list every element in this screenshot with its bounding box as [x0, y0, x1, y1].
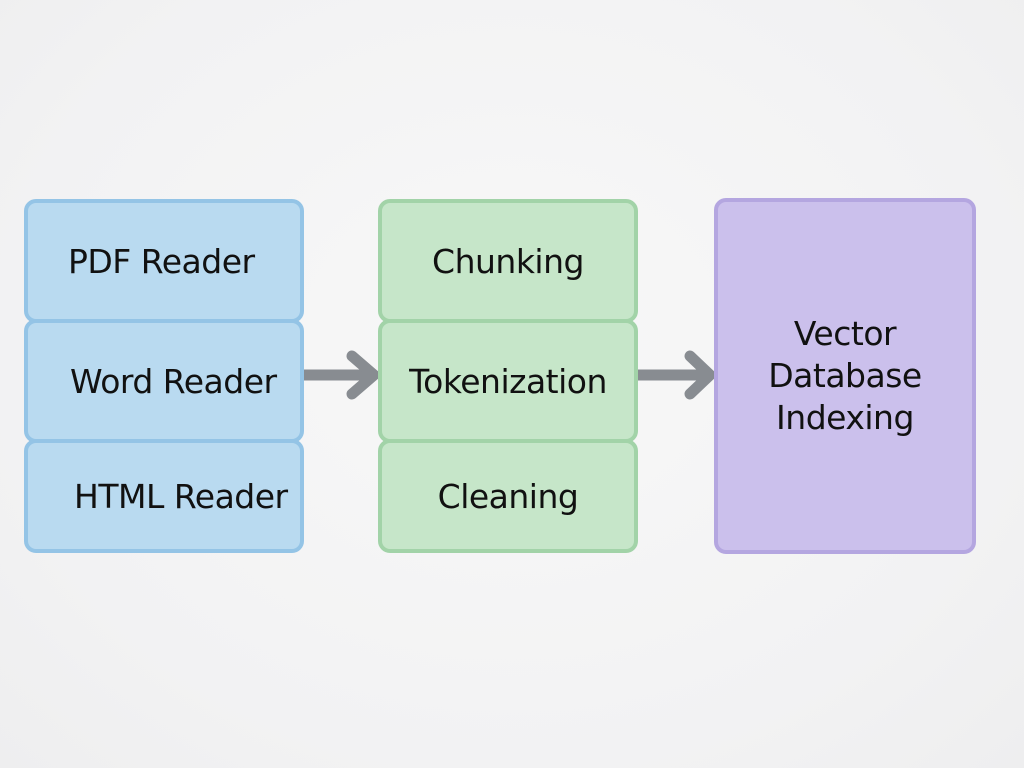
tokenization-box: Tokenization: [378, 319, 638, 443]
vector-database-indexing-label: Vector Database Indexing: [768, 314, 922, 437]
html-reader-box: HTML Reader: [24, 439, 304, 553]
pdf-reader-label: PDF Reader: [68, 241, 255, 281]
word-reader-label: Word Reader: [70, 361, 277, 401]
vector-database-indexing-box: Vector Database Indexing: [714, 198, 976, 554]
cleaning-label: Cleaning: [437, 476, 579, 516]
cleaning-box: Cleaning: [378, 439, 638, 553]
arrow-readers-to-processing: [304, 350, 380, 400]
word-reader-box: Word Reader: [24, 319, 304, 443]
chunking-label: Chunking: [432, 241, 584, 281]
chunking-box: Chunking: [378, 199, 638, 323]
tokenization-label: Tokenization: [409, 361, 607, 401]
html-reader-label: HTML Reader: [74, 476, 288, 516]
arrow-processing-to-indexing: [638, 350, 716, 400]
pdf-reader-box: PDF Reader: [24, 199, 304, 323]
